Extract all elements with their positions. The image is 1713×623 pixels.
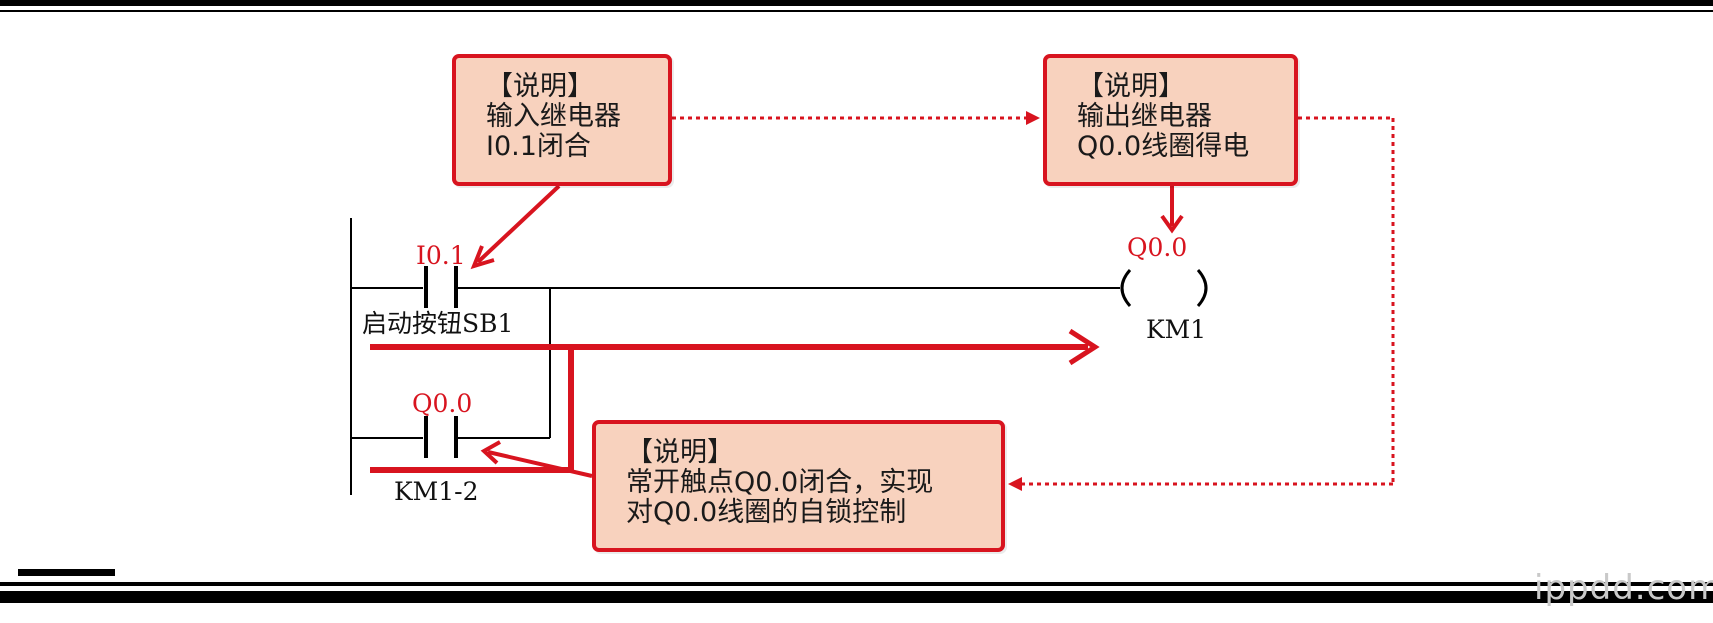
bottom-left-mark	[18, 569, 115, 576]
power-flow-path	[370, 328, 1100, 473]
note-line: 输入继电器	[486, 101, 621, 132]
note-self-lock: 【说明】 常开触点Q0.0闭合，实现 对Q0.0线圈的自锁控制	[592, 420, 1005, 552]
note-header: 【说明】	[1077, 71, 1185, 102]
note-header: 【说明】	[486, 71, 594, 102]
contact-i0-1-label: 启动按钮SB1	[362, 309, 513, 338]
note-line: 对Q0.0线圈的自锁控制	[626, 497, 907, 528]
coil-q0-0	[1120, 269, 1208, 307]
contact-i0-1-address: I0.1	[416, 241, 466, 270]
note3-pointer-arrowhead	[480, 440, 501, 465]
contact-q0-0-label: KM1-2	[394, 477, 479, 506]
coil-label: KM1	[1146, 315, 1206, 344]
top-frame-line	[0, 10, 1713, 12]
note3-pointer-arrow	[487, 450, 593, 478]
dotted-connector-note1-note2	[672, 111, 1040, 125]
note-line: 常开触点Q0.0闭合，实现	[626, 467, 934, 498]
note1-pointer-arrow	[476, 184, 561, 264]
bottom-frame-line	[0, 582, 1713, 586]
coil-address: Q0.0	[1127, 233, 1187, 262]
note-header: 【说明】	[626, 437, 734, 468]
bottom-frame-bar	[0, 591, 1713, 603]
contact-q0-0	[424, 416, 458, 458]
watermark: ippdd.com	[1534, 568, 1713, 608]
note-output-relay: 【说明】 输出继电器 Q0.0线圈得电	[1043, 54, 1298, 186]
note-line: I0.1闭合	[486, 131, 591, 162]
note-line: 输出继电器	[1077, 101, 1212, 132]
note-input-relay: 【说明】 输入继电器 I0.1闭合	[452, 54, 672, 186]
dotted-connector-note2-note3	[1008, 116, 1395, 491]
contact-q0-0-address: Q0.0	[412, 389, 472, 418]
note2-pointer-arrowhead	[1160, 214, 1184, 234]
top-frame-bar	[0, 0, 1713, 6]
contact-i0-1	[424, 266, 458, 308]
note1-pointer-arrowhead	[470, 245, 495, 270]
note-line: Q0.0线圈得电	[1077, 131, 1250, 162]
